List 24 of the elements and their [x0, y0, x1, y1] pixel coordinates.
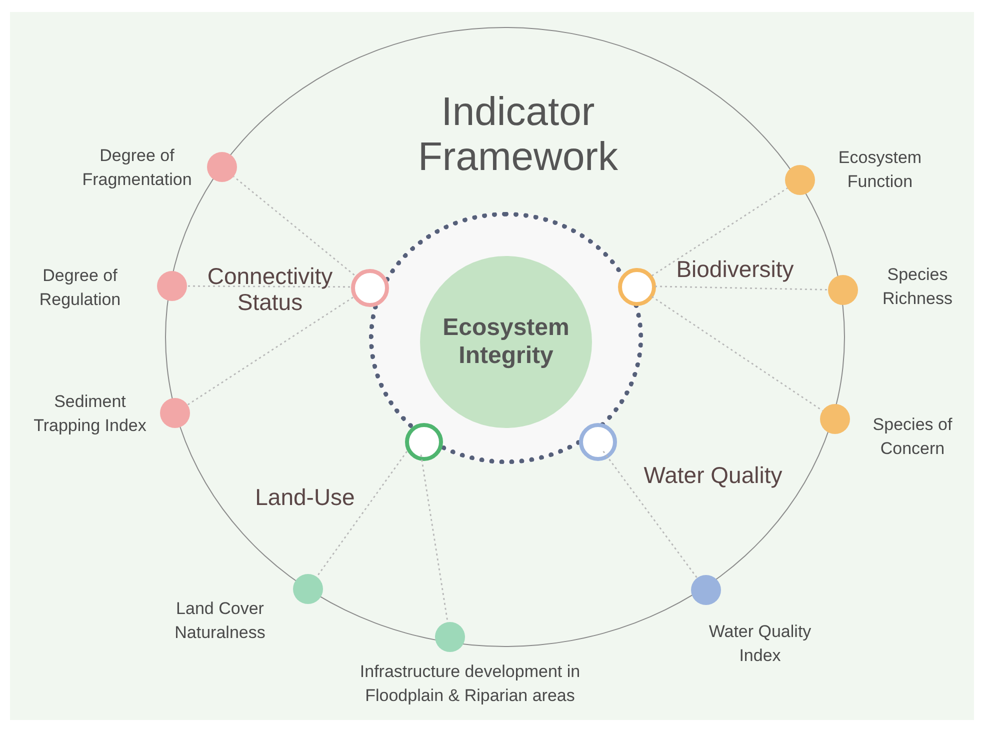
- center-label: Ecosystem Integrity: [442, 314, 570, 370]
- category-label: Connectivity Status: [206, 263, 334, 316]
- category-label: Land-Use: [254, 484, 356, 510]
- indicator-label: Degree of Regulation: [38, 265, 122, 311]
- indicator-label: Sediment Trapping Index: [32, 391, 148, 437]
- connector-line: [187, 296, 354, 406]
- connector-line: [652, 188, 788, 276]
- indicator-label: Water Quality Index: [708, 621, 812, 667]
- connector-line: [316, 451, 408, 578]
- category-label: Water Quality: [642, 462, 784, 488]
- indicator-label: Infrastructure development in Floodplain & Riparian areas: [358, 661, 582, 707]
- connector-line: [420, 454, 448, 622]
- indicator-label: Degree of Fragmentation: [81, 145, 193, 191]
- connector-line: [654, 286, 828, 290]
- indicator-label: Species Richness: [882, 264, 954, 310]
- connector-line: [187, 285, 350, 288]
- connector-line: [651, 296, 823, 412]
- indicator-label: Ecosystem Function: [837, 147, 923, 193]
- circle-heading: Indicator Framework: [416, 90, 620, 180]
- indicator-label: Species of Concern: [872, 414, 954, 460]
- indicator-label: Land Cover Naturalness: [174, 598, 266, 644]
- connector-line: [602, 450, 698, 578]
- category-label: Biodiversity: [675, 256, 795, 282]
- connector-line: [233, 176, 355, 276]
